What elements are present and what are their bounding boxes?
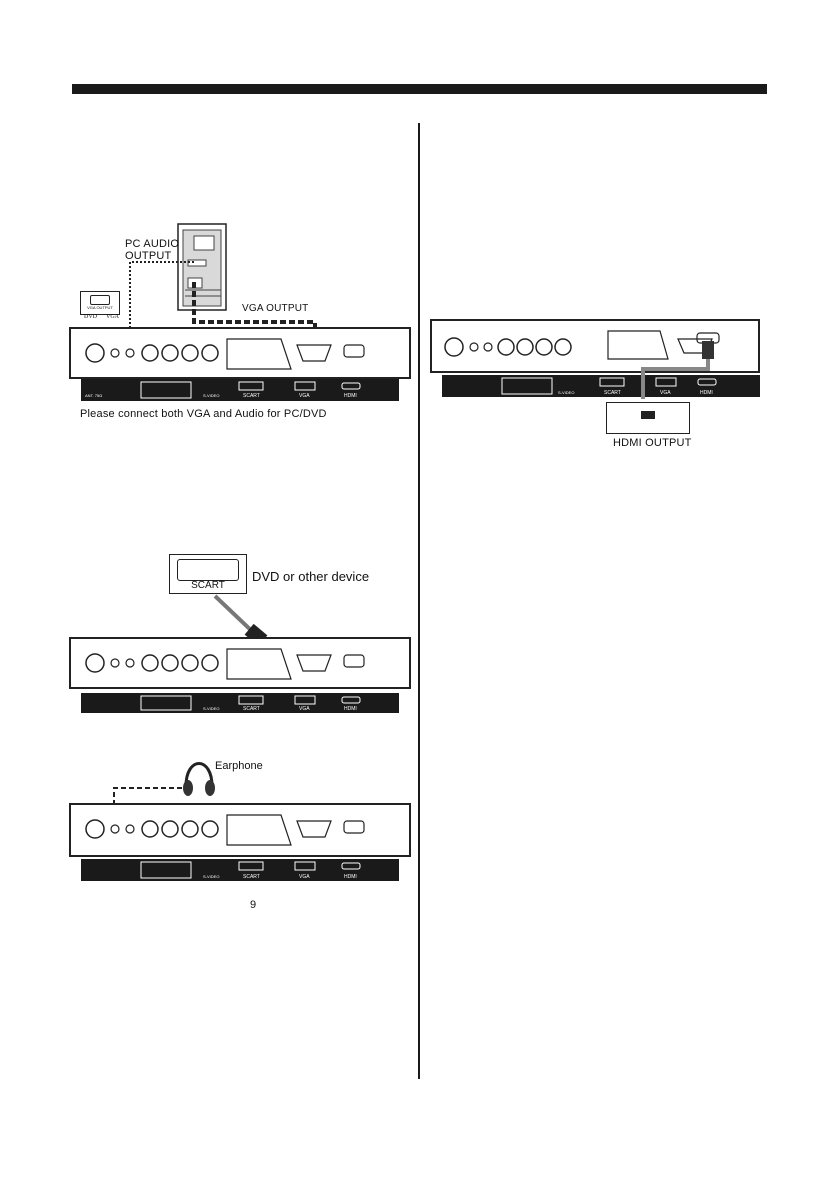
device-caption-dvd: DVD: [84, 314, 97, 320]
pc-audio-label: PC AUDIO: [125, 238, 180, 250]
svg-text:S-VIDEO: S-VIDEO: [203, 706, 219, 711]
earphone-label: Earphone: [215, 760, 263, 772]
vga-connection-diagram: [126, 223, 326, 343]
vga-output-label: VGA OUTPUT: [242, 303, 309, 314]
hdmi-output-label: HDMI OUTPUT: [613, 437, 692, 449]
scart-connector-icon: [177, 559, 239, 581]
dvd-device-label: DVD or other device: [252, 569, 370, 584]
svg-text:SCART: SCART: [243, 706, 260, 712]
svg-text:ANT. 75Ω: ANT. 75Ω: [85, 393, 102, 398]
column-divider: [418, 123, 420, 1079]
tv-panel-scart: S-VIDEO SCART VGA HDMI: [69, 637, 411, 720]
device-caption-vga: VGA: [106, 314, 119, 320]
vga-port-icon: [90, 295, 110, 305]
svg-text:SCART: SCART: [243, 393, 260, 399]
pc-audio-label-line2: OUTPUT: [125, 250, 172, 262]
svg-text:S-VIDEO: S-VIDEO: [203, 393, 219, 398]
svg-text:S-VIDEO: S-VIDEO: [203, 874, 219, 879]
hdmi-output-device-box: [606, 402, 690, 434]
tv-panel-hdmi: S-VIDEO SCART VGA HDMI: [430, 319, 772, 406]
svg-text:SCART: SCART: [604, 390, 621, 396]
svg-text:VGA: VGA: [299, 393, 310, 399]
header-rule: [72, 84, 767, 94]
scart-device-box: SCART: [169, 554, 247, 594]
svg-text:S-VIDEO: S-VIDEO: [558, 390, 574, 395]
tv-panel-earphone: S-VIDEO SCART VGA HDMI: [69, 803, 411, 888]
tv-panel-vga: ANT. 75Ω S-VIDEO SCART VGA HDMI: [69, 327, 411, 408]
vga-audio-note: Please connect both VGA and Audio for PC…: [80, 408, 327, 420]
svg-text:HDMI: HDMI: [344, 706, 357, 712]
svg-text:VGA: VGA: [299, 874, 310, 880]
svg-text:VGA: VGA: [660, 390, 671, 396]
scart-label: SCART: [191, 580, 225, 591]
hdmi-port-icon: [641, 411, 655, 419]
svg-text:VGA: VGA: [299, 706, 310, 712]
page-number: 9: [250, 899, 257, 911]
device-box-label: VGA OUTPUT: [87, 305, 113, 310]
dvd-vga-device-box: VGA OUTPUT: [80, 291, 120, 315]
svg-text:SCART: SCART: [243, 874, 260, 880]
svg-text:HDMI: HDMI: [344, 393, 357, 399]
svg-text:HDMI: HDMI: [700, 390, 713, 396]
svg-text:HDMI: HDMI: [344, 874, 357, 880]
